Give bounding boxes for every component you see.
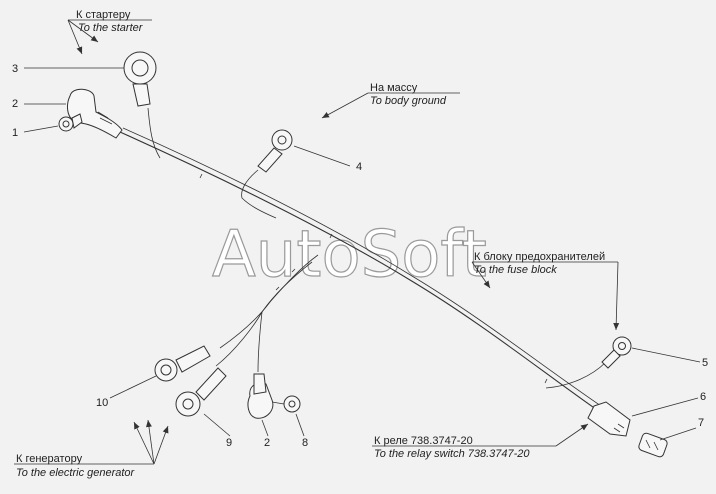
- callout-6: 6: [700, 391, 706, 403]
- relay-connector-group: [587, 401, 668, 458]
- leader-lines: [23, 67, 701, 441]
- callout-10: 10: [96, 397, 108, 409]
- terminal-boot-3: [132, 83, 151, 107]
- callout-7: 7: [698, 417, 704, 429]
- text-labels: К стартеру To the starter На массу To bo…: [16, 9, 605, 479]
- label-starter-en: To the starter: [78, 22, 144, 34]
- starter-connector-group: [58, 88, 123, 139]
- label-fuse-ru: К блоку предохранителей: [474, 251, 605, 263]
- fuse-branch: [545, 336, 632, 389]
- watermark-text: AutoSoft: [212, 218, 487, 292]
- callout-5: 5: [702, 357, 708, 369]
- terminal-boot-10: [175, 345, 211, 373]
- callout-3: 3: [12, 63, 18, 75]
- callout-8: 8: [302, 437, 308, 449]
- callout-numbers: 3 2 1 4 5 6 7 10 9 2 8: [12, 63, 708, 449]
- angle-connector-2: [67, 88, 123, 139]
- relay-connector-6: [587, 401, 631, 437]
- callout-2-top: 2: [12, 98, 18, 110]
- callout-9: 9: [226, 437, 232, 449]
- relay-plug-7: [638, 432, 668, 458]
- terminal-boot-9: [195, 367, 227, 401]
- label-fuse-en: To the fuse block: [474, 264, 557, 276]
- label-generator-ru: К генератору: [16, 453, 83, 465]
- label-relay-en: To the relay switch 738.3747-20: [374, 448, 530, 460]
- label-starter-ru: К стартеру: [76, 9, 131, 21]
- label-ground-ru: На массу: [370, 82, 418, 94]
- starter-branch: [123, 51, 161, 159]
- callout-4: 4: [356, 161, 362, 173]
- label-ground-en: To body ground: [370, 95, 447, 107]
- label-relay-ru: К реле 738.3747-20: [374, 435, 473, 447]
- label-generator-en: To the electric generator: [16, 467, 136, 479]
- generator-branch: [154, 254, 319, 419]
- callout-2-bottom: 2: [264, 437, 270, 449]
- ground-branch: [241, 129, 293, 219]
- main-trunk-wire: [119, 127, 605, 413]
- callout-1: 1: [12, 127, 18, 139]
- terminal-boot-4: [257, 147, 283, 173]
- label-arrows: [14, 19, 620, 465]
